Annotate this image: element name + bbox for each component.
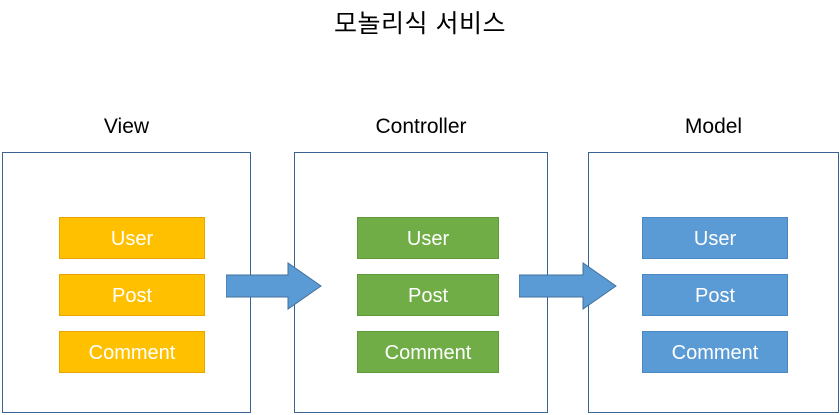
item-box-view-user[interactable]: User xyxy=(59,217,205,259)
item-list-view: User Post Comment xyxy=(3,153,250,412)
column-header-view: View xyxy=(103,115,150,138)
arrow-right-icon-controller-to-model xyxy=(519,262,617,310)
column-header-controller: Controller xyxy=(375,115,467,138)
item-box-model-user[interactable]: User xyxy=(642,217,788,259)
item-list-controller: User Post Comment xyxy=(295,153,547,412)
container-view: User Post Comment xyxy=(2,152,251,413)
item-list-model: User Post Comment xyxy=(589,153,838,412)
column-header-model: Model xyxy=(684,115,743,138)
item-box-controller-user[interactable]: User xyxy=(357,217,499,259)
item-box-model-post[interactable]: Post xyxy=(642,274,788,316)
item-box-view-post[interactable]: Post xyxy=(59,274,205,316)
container-model: User Post Comment xyxy=(588,152,839,413)
item-box-controller-comment[interactable]: Comment xyxy=(357,331,499,373)
arrow-right-icon-view-to-controller xyxy=(226,262,322,310)
item-box-view-comment[interactable]: Comment xyxy=(59,331,205,373)
page-title: 모놀리식 서비스 xyxy=(334,10,506,38)
item-box-model-comment[interactable]: Comment xyxy=(642,331,788,373)
item-box-controller-post[interactable]: Post xyxy=(357,274,499,316)
container-controller: User Post Comment xyxy=(294,152,548,413)
